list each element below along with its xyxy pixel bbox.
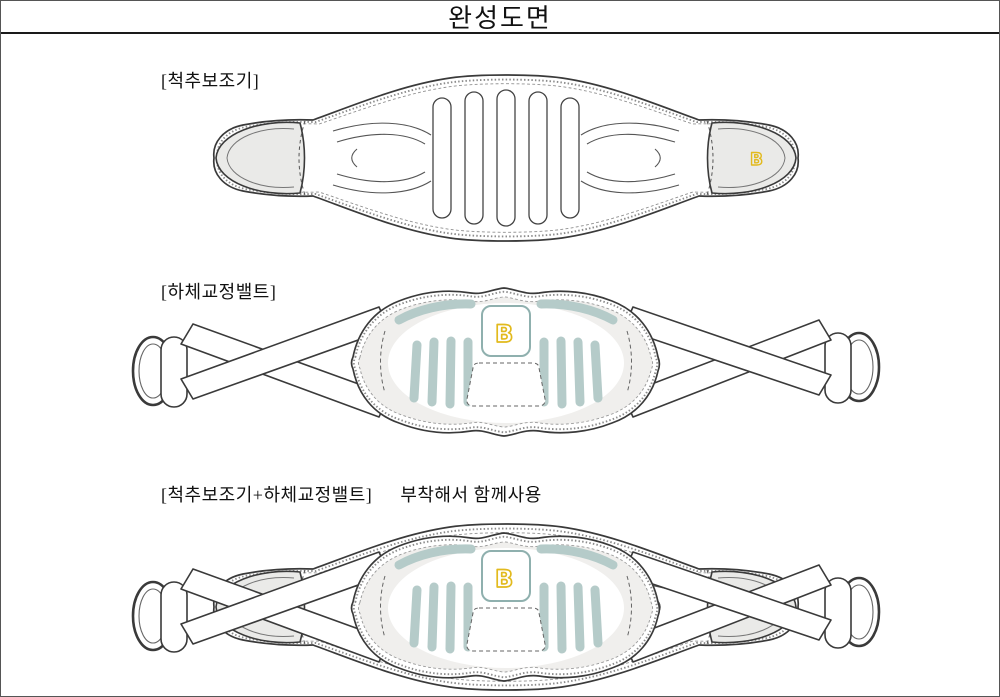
combined-pelvis-belt xyxy=(133,533,879,681)
slot-5 xyxy=(560,97,580,219)
badge-frame xyxy=(481,305,531,357)
right-ring-wrap xyxy=(824,332,852,404)
right-strap-assembly xyxy=(622,306,881,418)
brace-slots xyxy=(432,89,580,227)
belt-dashed-seams xyxy=(380,330,632,394)
brace-contour-lines xyxy=(332,122,680,194)
combined-drawing xyxy=(133,524,879,690)
slot-2 xyxy=(464,91,484,225)
pelvis-belt-drawing: B xyxy=(131,287,881,437)
slot-3 xyxy=(496,89,516,227)
label-combined: [척추보조기+하체교정밸트] xyxy=(161,485,373,505)
note-combined-usage: 부착해서 함께사용 xyxy=(400,485,542,505)
sheet-title: 완성도면 xyxy=(448,4,552,33)
label-pelvis-belt: [하체교정밸트] xyxy=(161,282,277,302)
belt-body: B xyxy=(350,287,661,437)
teal-arc-right xyxy=(536,299,618,325)
right-cap-inner-line xyxy=(717,128,786,188)
left-ring-wrap xyxy=(160,336,188,408)
label-spine-brace: [척추보조기] xyxy=(161,71,260,91)
left-cap-inner-line xyxy=(226,128,295,188)
brand-badge: B xyxy=(481,305,531,357)
left-strap-assembly xyxy=(131,306,390,418)
belt-center-pocket xyxy=(466,362,546,407)
brace-right-cap: B xyxy=(706,120,797,196)
spine-brace-drawing: B xyxy=(212,74,800,242)
label-combined-row: [척추보조기+하체교정밸트] 부착해서 함께사용 xyxy=(161,481,542,507)
brand-logo-badge: B xyxy=(495,320,513,348)
brace-left-cap xyxy=(215,120,306,196)
left-cap-seam xyxy=(298,120,306,196)
brand-logo-right-cap: B xyxy=(750,150,763,170)
slot-1 xyxy=(432,97,452,219)
sheet-header: 완성도면 xyxy=(1,1,999,34)
teal-arc-left xyxy=(394,299,476,325)
right-cap-seam xyxy=(706,120,714,196)
teal-support-pads xyxy=(394,299,618,409)
slot-4 xyxy=(528,91,548,225)
